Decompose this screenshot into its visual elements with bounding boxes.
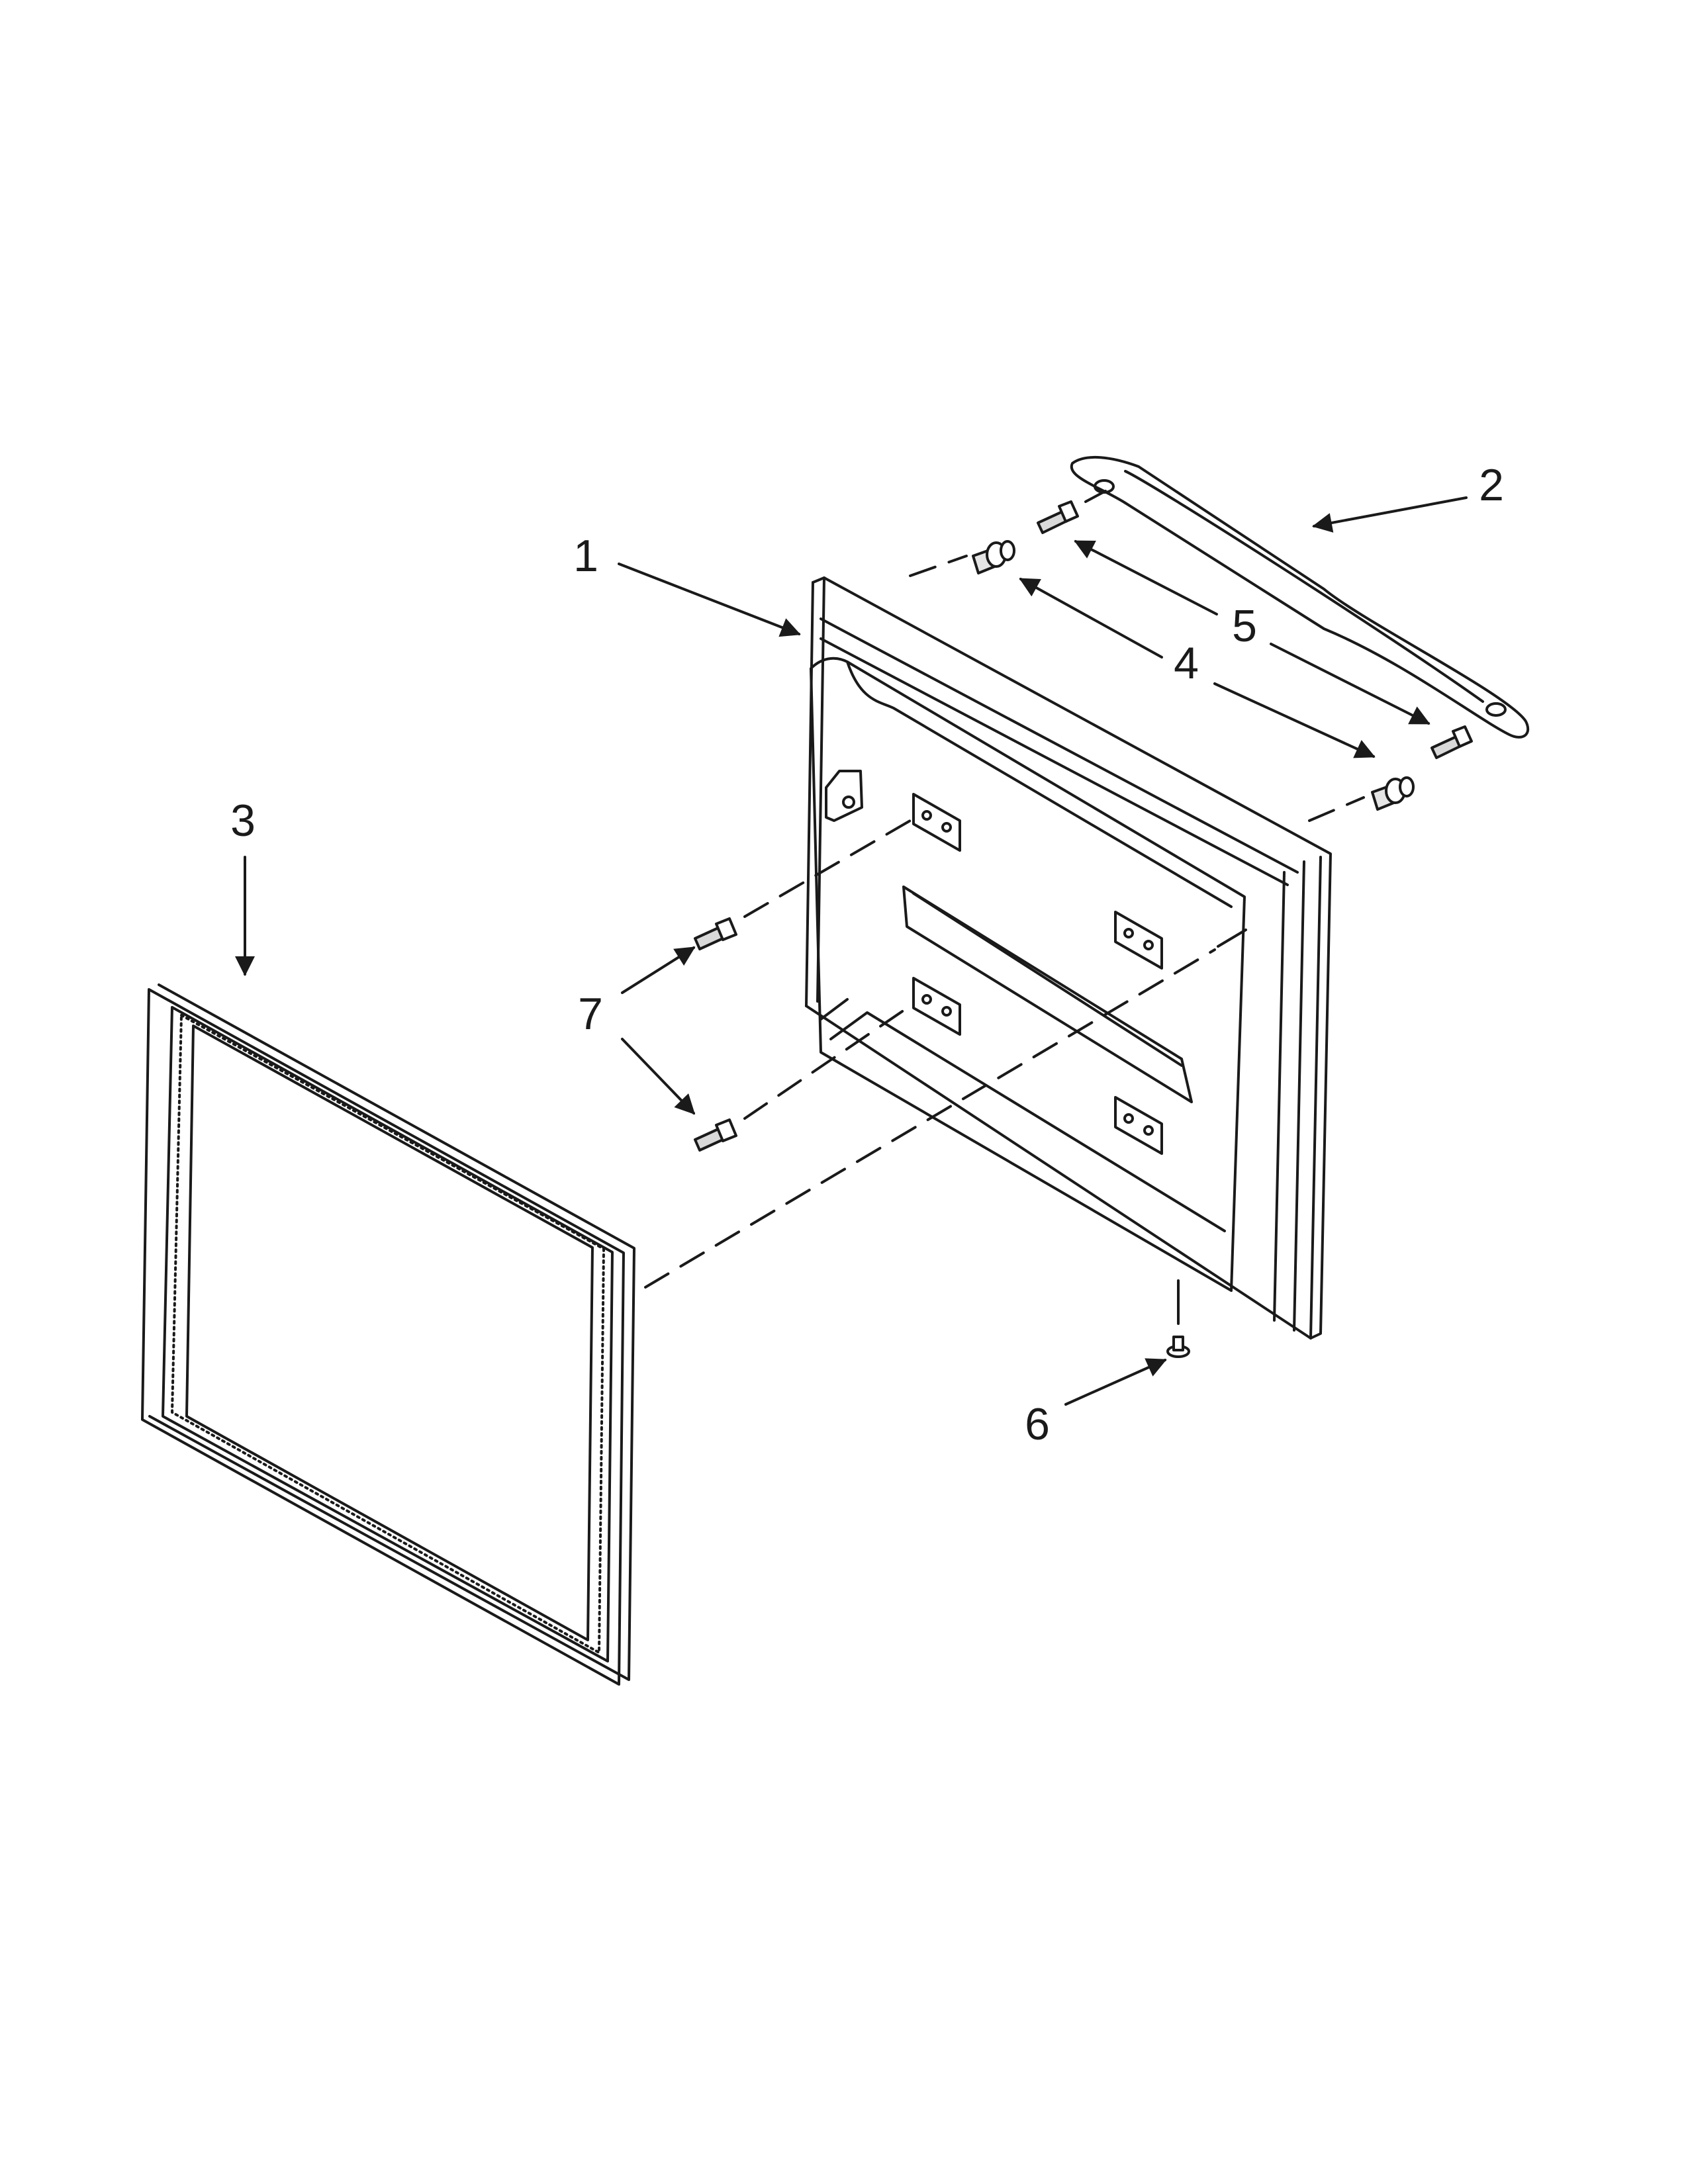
shoulder-stud-upper bbox=[972, 540, 1015, 574]
leader-5a bbox=[1074, 540, 1218, 615]
liner-screw-lower bbox=[694, 1118, 737, 1152]
callout-4: 4 bbox=[1174, 638, 1199, 688]
leader-arrows bbox=[235, 496, 1468, 1406]
leader-1 bbox=[618, 563, 801, 637]
callout-6: 6 bbox=[1025, 1399, 1050, 1449]
handle-screw-upper bbox=[1037, 500, 1079, 534]
leader-4a bbox=[1019, 578, 1163, 659]
callout-1: 1 bbox=[573, 531, 598, 581]
callout-7: 7 bbox=[578, 989, 603, 1039]
leader-4b bbox=[1213, 682, 1376, 758]
door-gasket bbox=[141, 983, 635, 1686]
leader-7b bbox=[621, 1038, 696, 1115]
leader-5b bbox=[1270, 643, 1430, 725]
callout-3: 3 bbox=[230, 796, 256, 846]
handle-screw-lower bbox=[1430, 725, 1473, 759]
leader-7a bbox=[621, 946, 696, 994]
liner-screw-upper bbox=[694, 917, 737, 950]
shoulder-stud-lower bbox=[1371, 776, 1415, 811]
leader-2 bbox=[1312, 496, 1468, 533]
door-handle bbox=[1070, 456, 1530, 739]
door-stop bbox=[1166, 1336, 1190, 1358]
callout-5: 5 bbox=[1232, 601, 1257, 651]
callout-2: 2 bbox=[1479, 460, 1504, 510]
assembly-lines bbox=[644, 490, 1365, 1289]
leader-6 bbox=[1064, 1358, 1167, 1406]
freezer-door bbox=[805, 576, 1332, 1340]
